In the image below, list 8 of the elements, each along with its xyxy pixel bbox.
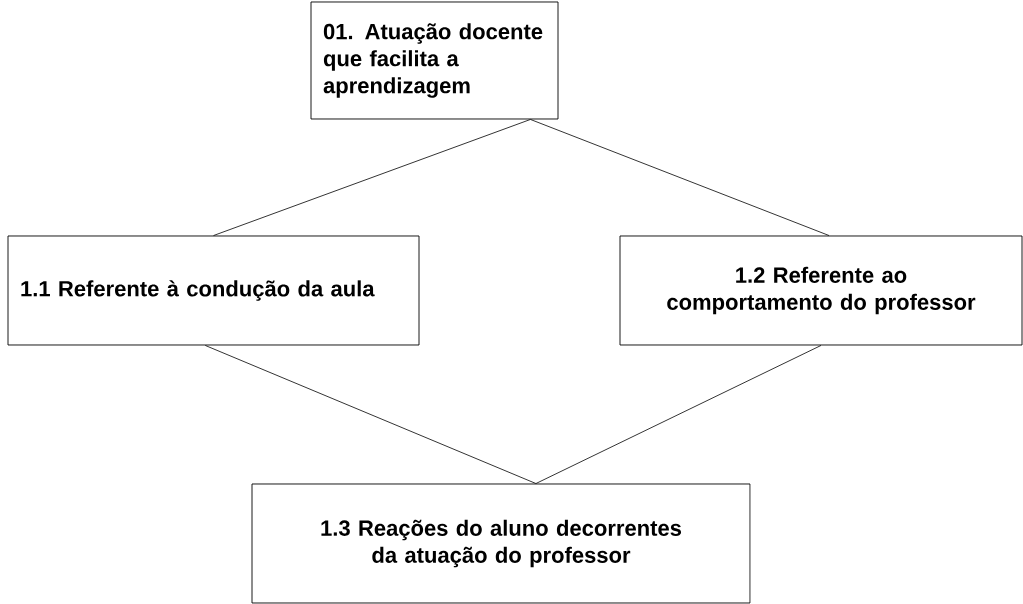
text-box: 1.2 Referente ao comportamento do professor: [619, 235, 1023, 346]
text-box: 01. Atuação docente que facilita a aprendizagem: [310, 1, 559, 120]
connector-line: [535, 345, 822, 484]
connector-line: [530, 119, 830, 236]
connector-line: [204, 345, 537, 484]
text-box: 1.1 Referente à condução da aula: [7, 235, 420, 346]
connector-line: [213, 119, 531, 236]
text-box: 1.3 Reações do aluno decorrentes da atuação do professor: [251, 483, 751, 604]
